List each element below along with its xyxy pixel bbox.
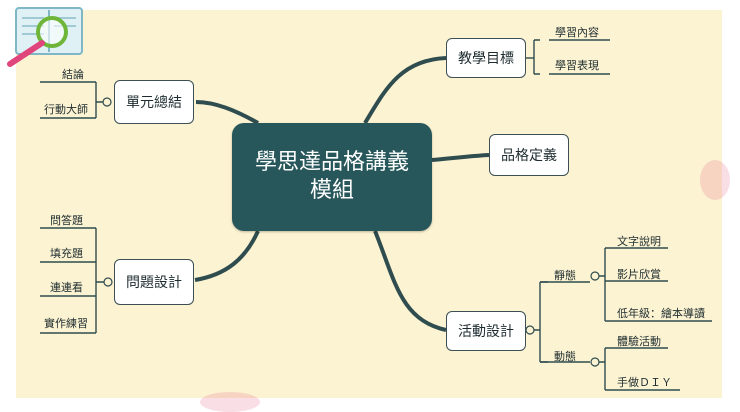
leaf-conclusion[interactable]: 結論 — [62, 68, 84, 81]
magnifier-icon — [36, 16, 68, 48]
central-topic-line2: 模組 — [309, 178, 354, 203]
leaf-matching[interactable]: 連連看 — [50, 281, 83, 294]
leaf-diy[interactable]: 手做ＤＩＹ — [617, 376, 672, 389]
leaf-action-master[interactable]: 行動大師 — [44, 103, 88, 116]
branch-label: 教學目標 — [458, 51, 514, 67]
leaf-learning-content[interactable]: 學習內容 — [555, 26, 599, 39]
leaf-fill-in[interactable]: 填充題 — [50, 247, 83, 260]
branch-label: 單元總結 — [126, 95, 182, 111]
leaf-experience-activity[interactable]: 體驗活動 — [617, 335, 661, 348]
branch-character-definition[interactable]: 品格定義 — [489, 134, 569, 176]
branch-label: 品格定義 — [501, 148, 557, 164]
central-topic-line1: 學思達品格講義 — [254, 150, 409, 175]
leaf-picture-book-reading[interactable]: 低年級：繪本導讀 — [617, 307, 705, 320]
branch-unit-summary[interactable]: 單元總結 — [114, 80, 194, 124]
leaf-qa[interactable]: 問答題 — [50, 214, 83, 227]
sub-branch-dynamic[interactable]: 動態 — [554, 350, 576, 363]
branch-teaching-goals[interactable]: 教學目標 — [446, 38, 526, 78]
branch-label: 問題設計 — [126, 275, 182, 291]
leaf-text-explanation[interactable]: 文字說明 — [617, 235, 661, 248]
background-decoration — [200, 392, 260, 412]
branch-label: 活動設計 — [458, 324, 514, 340]
background-decoration — [700, 160, 730, 200]
branch-activity-design[interactable]: 活動設計 — [446, 311, 526, 351]
central-topic[interactable]: 學思達品格講義 模組 — [232, 123, 432, 231]
book-magnifier-logo — [7, 7, 83, 67]
sub-branch-static[interactable]: 靜態 — [554, 269, 576, 282]
leaf-video-viewing[interactable]: 影片欣賞 — [617, 268, 661, 281]
leaf-learning-performance[interactable]: 學習表現 — [555, 59, 599, 72]
branch-question-design[interactable]: 問題設計 — [114, 259, 194, 305]
leaf-practice[interactable]: 實作練習 — [44, 317, 88, 330]
